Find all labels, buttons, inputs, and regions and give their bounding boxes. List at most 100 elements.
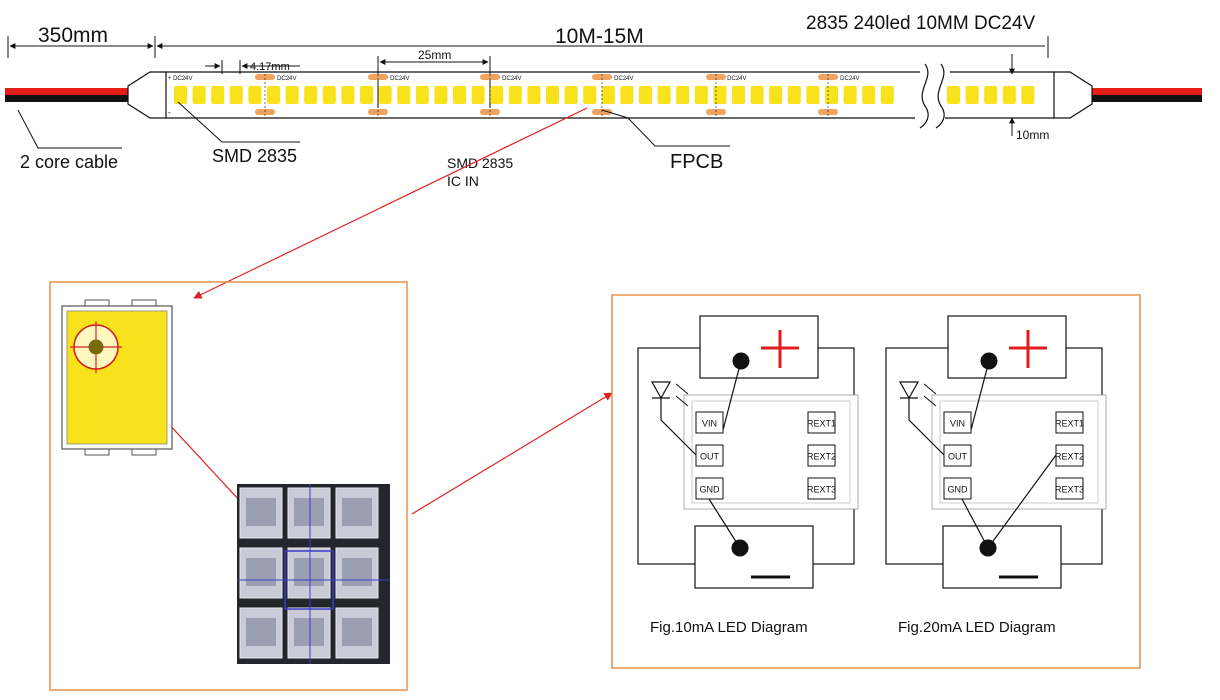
width-label: 10mm — [1016, 128, 1049, 142]
led-chip — [527, 86, 541, 104]
led-chip — [285, 86, 299, 104]
photo-led-die — [342, 618, 372, 646]
pin-rext1-label: REXT1 — [807, 419, 836, 429]
led-chip — [825, 86, 838, 104]
led-chip — [843, 86, 857, 104]
pin-gnd-label: GND — [948, 485, 969, 495]
pin-rext2-box — [807, 444, 836, 467]
cable-label: 2 core cable — [20, 152, 118, 172]
positive-terminal-box — [699, 315, 819, 379]
photo-led-die — [294, 558, 324, 586]
ic-label-line2: IC IN — [447, 173, 479, 189]
smd-label: SMD 2835 — [212, 146, 297, 166]
led-chip — [769, 86, 783, 104]
photo-led-die — [246, 498, 276, 526]
segment-label: + DC24V — [168, 76, 193, 82]
segment-label: + DC24V — [722, 76, 747, 82]
led-chip — [267, 86, 280, 104]
segment-label: + DC24V — [609, 76, 634, 82]
led-chip — [657, 86, 671, 104]
light-ray-icon — [923, 383, 937, 395]
pin-out-label: OUT — [700, 452, 720, 462]
pin-rext2-label: REXT2 — [807, 452, 836, 462]
pin-out-box — [695, 444, 724, 467]
dimension-lines — [7, 36, 1049, 136]
led-chip — [471, 86, 485, 104]
led-chip — [965, 86, 979, 104]
pin-out-label: OUT — [948, 452, 968, 462]
solder-pad — [818, 74, 838, 80]
negative-terminal-box — [694, 525, 814, 589]
pin-vin-label: VIN — [950, 419, 965, 429]
pin-rext3-box — [807, 477, 836, 500]
segment-label: + DC24V — [385, 76, 410, 82]
led-chip — [229, 86, 243, 104]
light-ray-icon — [675, 383, 689, 395]
gnd-wire — [708, 498, 741, 549]
pin-out-box — [943, 444, 972, 467]
out-wire — [660, 398, 697, 456]
led-chip — [732, 86, 745, 104]
led-pitch-label: 4.17mm — [250, 61, 290, 73]
strip-spec-label: 2835 240led 10MM DC24V — [806, 13, 1036, 34]
led-symbol-icon — [650, 381, 672, 400]
pin-rext3-label: REXT3 — [1055, 485, 1084, 495]
pin-rext1-box — [807, 411, 836, 434]
led-chip — [1021, 86, 1035, 104]
led-chip — [947, 86, 960, 104]
pin-vin-label: VIN — [702, 419, 717, 429]
end-cap-right — [1053, 71, 1093, 119]
led-chip — [620, 86, 634, 104]
solder-pad — [592, 74, 612, 80]
led-chip — [564, 86, 578, 104]
led-symbol-icon — [898, 381, 920, 400]
solder-pads — [255, 74, 838, 116]
led-chip — [415, 86, 429, 104]
led-chip — [583, 86, 597, 104]
fpcb-label: FPCB — [670, 151, 723, 173]
lead-length-label: 350mm — [38, 24, 108, 47]
positive-terminal-box — [947, 315, 1067, 379]
led-chip — [676, 86, 690, 104]
led-chip — [322, 86, 336, 104]
led-row — [174, 86, 1035, 104]
diagram-caption: Fig.10mA LED Diagram — [650, 619, 808, 636]
led-chip — [397, 86, 411, 104]
led-chip — [304, 86, 318, 104]
solder-pad — [480, 74, 500, 80]
light-ray-icon — [675, 395, 689, 407]
light-ray-icon — [923, 395, 937, 407]
solder-pad — [706, 74, 726, 80]
ic-label-line1: SMD 2835 — [447, 155, 513, 171]
led-chip — [862, 86, 876, 104]
led-chip — [639, 86, 652, 104]
strip-body — [166, 71, 1054, 119]
cut-length-label: 25mm — [418, 48, 451, 62]
solder-pad — [255, 74, 275, 80]
led-chip — [378, 86, 392, 104]
led-chip — [1002, 86, 1016, 104]
pin-vin-box — [943, 411, 972, 434]
led-chip — [490, 86, 504, 104]
led-chip — [787, 86, 801, 104]
pin-rext3-label: REXT3 — [807, 485, 836, 495]
led-chip — [248, 86, 262, 104]
rext2-wire — [987, 454, 1057, 549]
led-chip — [360, 86, 373, 104]
pin-rext3-box — [1055, 477, 1084, 500]
led-chip — [880, 86, 894, 104]
pin-rext2-label: REXT2 — [1055, 452, 1084, 462]
photo-led-die — [294, 618, 324, 646]
negative-terminal-box — [942, 525, 1062, 589]
pin-rext1-label: REXT1 — [1055, 419, 1084, 429]
led-chip — [806, 86, 820, 104]
pin-gnd-label: GND — [700, 485, 721, 495]
led-chip — [434, 86, 448, 104]
photo-led-die — [342, 558, 372, 586]
diagram-caption: Fig.20mA LED Diagram — [898, 619, 1056, 636]
photo-led-die — [246, 618, 276, 646]
vin-wire — [970, 360, 990, 431]
